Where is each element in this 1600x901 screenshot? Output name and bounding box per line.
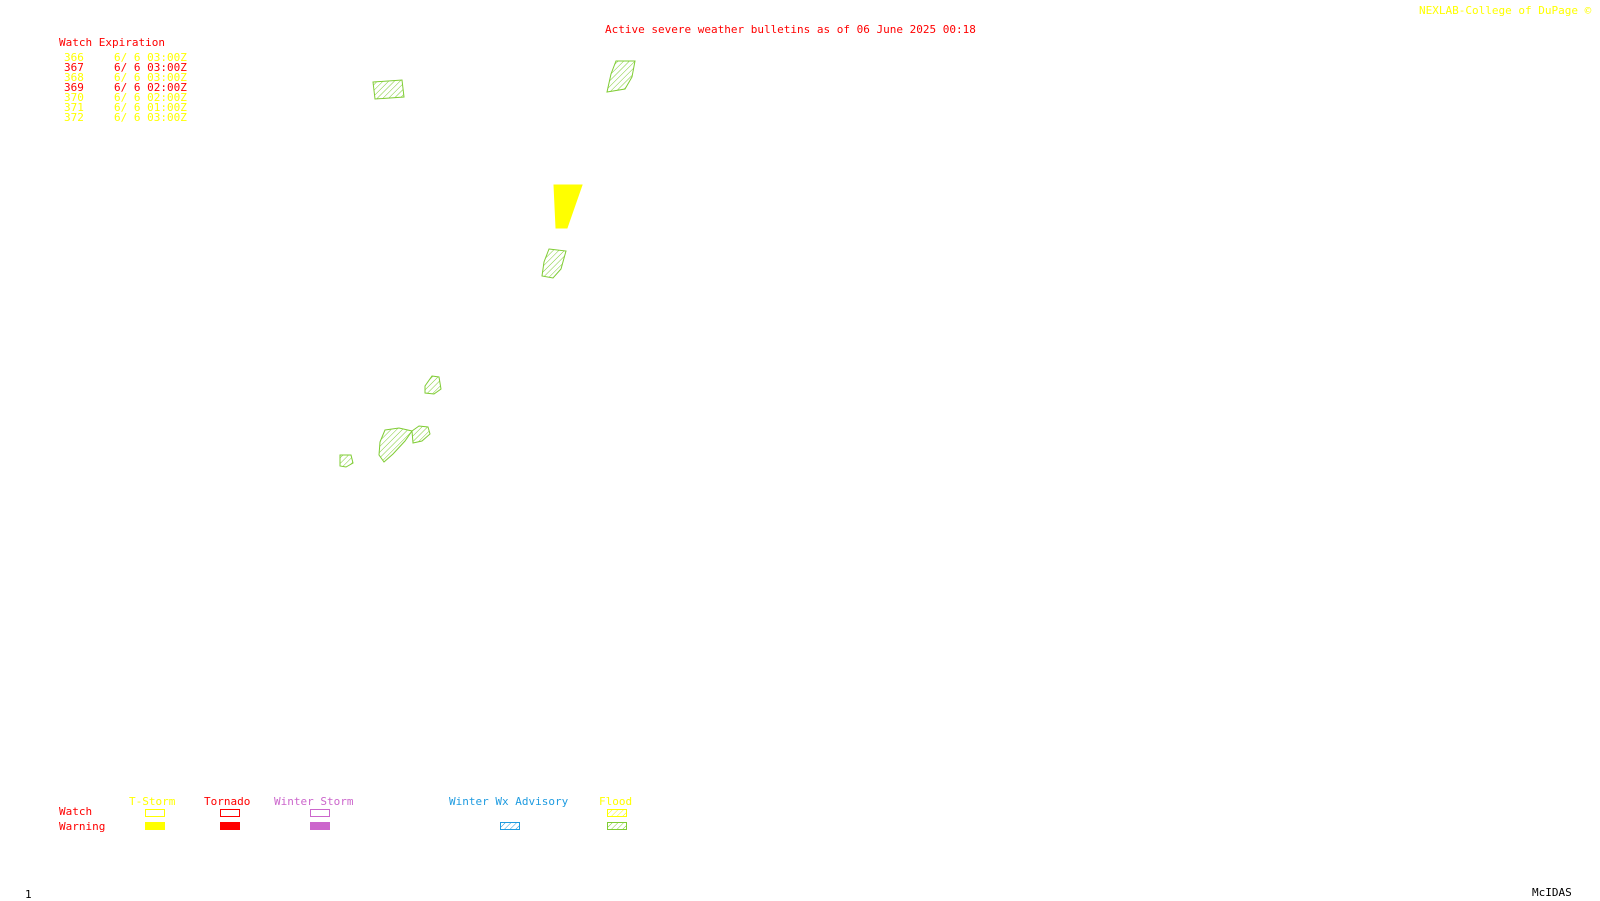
tstorm-warning-polygon: [553, 184, 583, 229]
legend-winter-advisory-warning: [500, 822, 520, 830]
page-title: Active severe weather bulletins as of 06…: [605, 23, 976, 36]
watch-id: 370: [64, 91, 84, 104]
watch-id: 367: [64, 61, 84, 74]
flood-warning-polygon: [606, 60, 636, 93]
watch-id: 368: [64, 71, 84, 84]
legend-winter-advisory-label: Winter Wx Advisory: [449, 795, 569, 808]
watch-expiration-time: 6/ 6 02:00Z: [114, 81, 187, 94]
watch-expiration-time: 6/ 6 03:00Z: [114, 61, 187, 74]
legend-tstorm-watch: [145, 809, 165, 817]
legend-tstorm-label: T-Storm: [129, 795, 176, 808]
watch-expiration-heading: Watch Expiration: [59, 36, 165, 49]
watch-expiration-time: 6/ 6 03:00Z: [114, 51, 187, 64]
watch-expiration-table: 366 6/ 6 03:00Z 367 6/ 6 03:00Z 368 6/ 6 03:0…: [64, 51, 204, 125]
flood-warning-polygon: [411, 425, 431, 444]
legend-winter-storm-watch: [310, 809, 330, 817]
legend-flood-warning: [607, 822, 627, 830]
legend-tornado-warning: [220, 822, 240, 830]
credit-text: NEXLAB-College of DuPage ©: [1419, 4, 1592, 17]
flood-warning-polygon: [378, 427, 413, 463]
flood-warning-polygon: [541, 248, 567, 279]
legend-winter-storm-warning: [310, 822, 330, 830]
legend-watch-label: Watch: [59, 805, 93, 818]
legend-warning-label: Warning: [59, 820, 106, 833]
legend-winter-storm-label: Winter Storm: [274, 795, 354, 808]
legend-tornado-label: Tornado: [204, 795, 251, 808]
watch-id: 372: [64, 111, 84, 124]
flood-warning-polygon: [339, 454, 354, 468]
legend-flood-watch: [607, 809, 627, 817]
flood-warning-polygon: [424, 375, 442, 395]
watch-id: 371: [64, 101, 84, 114]
flood-warning-polygon: [372, 79, 405, 100]
watch-expiration-time: 6/ 6 03:00Z: [114, 111, 187, 124]
legend-tornado-watch: [220, 809, 240, 817]
frame-number: 1: [25, 888, 32, 901]
software-label: McIDAS: [1532, 886, 1572, 899]
watch-expiration-time: 6/ 6 03:00Z: [114, 71, 187, 84]
legend-flood-label: Flood: [599, 795, 633, 808]
watch-expiration-time: 6/ 6 02:00Z: [114, 91, 187, 104]
watch-id: 366: [64, 51, 84, 64]
legend-tstorm-warning: [145, 822, 165, 830]
watch-id: 369: [64, 81, 84, 94]
watch-expiration-time: 6/ 6 01:00Z: [114, 101, 187, 114]
